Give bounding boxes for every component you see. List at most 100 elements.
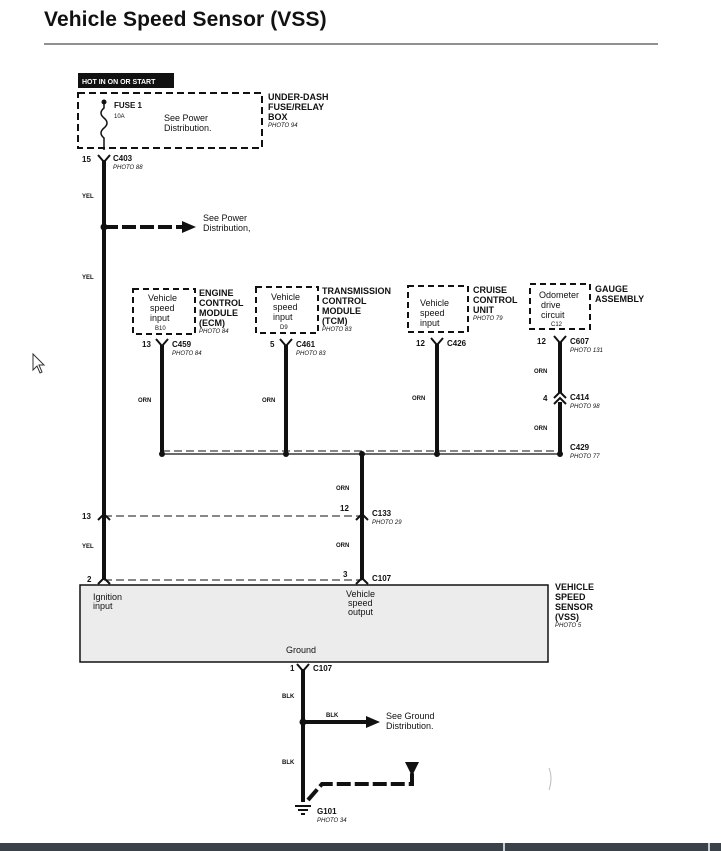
wire-label-orn-gauge-2: ORN	[534, 426, 547, 432]
c461-connector-icon	[279, 338, 293, 348]
bottom-bar-divider-1	[503, 843, 505, 851]
c429-dot-cruise	[434, 451, 440, 457]
wire-label-blk-1: BLK	[282, 694, 295, 700]
c429-dot-ecm	[159, 451, 165, 457]
fuse-rating: 10A	[114, 114, 125, 120]
c403-pin: 15	[82, 155, 91, 164]
wire-label-orn-ecm: ORN	[138, 398, 151, 404]
c133-photo: PHOTO 29	[372, 520, 402, 526]
ecm-input-1: Vehicle	[148, 293, 177, 303]
wire-label-orn-tcm: ORN	[262, 398, 275, 404]
c459-connector-icon	[155, 338, 169, 348]
gauge-input-3: circuit	[541, 310, 565, 320]
fuse-note-line2: Distribution.	[164, 123, 212, 133]
ground-note-line2: Distribution.	[386, 721, 434, 731]
ecm-pin: 13	[142, 340, 151, 349]
vss-ground: Ground	[286, 645, 316, 655]
wire-label-blk-branch: BLK	[326, 713, 339, 719]
wire-label-yel-2: YEL	[82, 275, 94, 281]
c459-photo: PHOTO 84	[172, 351, 202, 357]
c461-name: C461	[296, 340, 316, 349]
tcm-box-outline	[255, 286, 319, 334]
c414-pin: 4	[543, 394, 548, 403]
vss-output-2: speed	[348, 598, 373, 608]
gauge-input-2: drive	[541, 300, 561, 310]
c133-name: C133	[372, 509, 392, 518]
wire-label-blk-2: BLK	[282, 760, 295, 766]
shield-wire	[306, 762, 414, 802]
c426-connector-icon	[430, 337, 444, 347]
c607-photo: PHOTO 131	[570, 348, 603, 354]
c107-left-connector-icon	[97, 576, 111, 585]
gauge-pin: 12	[537, 337, 546, 346]
vss-name-4: (VSS)	[555, 612, 579, 622]
vss-box	[79, 584, 549, 663]
c414-connector-icon	[553, 390, 567, 405]
hot-label-box	[78, 73, 174, 88]
c607-connector-icon	[553, 335, 567, 345]
c607-name: C607	[570, 337, 590, 346]
c133-right-connector-icon	[355, 512, 369, 521]
tcm-pin: 5	[270, 340, 275, 349]
tcm-name-4: (TCM)	[322, 316, 348, 326]
ground-arrow-icon	[366, 716, 380, 728]
fuse-box-outline	[77, 92, 263, 149]
cruise-input-1: Vehicle	[420, 298, 449, 308]
mouse-cursor-icon	[32, 352, 46, 374]
c429-name: C429	[570, 443, 590, 452]
cruise-name-2: CONTROL	[473, 295, 518, 305]
c107-top-name: C107	[372, 574, 392, 583]
cruise-input-2: speed	[420, 308, 445, 318]
ecm-input-2: speed	[150, 303, 175, 313]
vss-output-3: output	[348, 607, 374, 617]
ecm-terminal: B10	[155, 326, 166, 332]
ecm-name-4: (ECM)	[199, 318, 225, 328]
tcm-name-3: MODULE	[322, 306, 361, 316]
fuse-box-name-3: BOX	[268, 112, 288, 122]
c133-pin-right: 12	[340, 504, 349, 513]
cruise-photo: PHOTO 79	[473, 316, 503, 322]
wire-label-orn-center-1: ORN	[336, 486, 349, 492]
c429-photo: PHOTO 77	[570, 454, 600, 460]
vss-photo: PHOTO 5	[555, 623, 582, 629]
fuse-name: FUSE 1	[114, 101, 143, 110]
ecm-name-3: MODULE	[199, 308, 238, 318]
ecm-box-outline	[132, 288, 196, 335]
gauge-input-1: Odometer	[539, 290, 579, 300]
wire-label-yel-1: YEL	[82, 194, 94, 200]
c426-name: C426	[447, 339, 467, 348]
c429-dot-gauge	[557, 451, 563, 457]
vss-name-1: VEHICLE	[555, 582, 594, 592]
bottom-bar-divider-2	[708, 843, 710, 851]
cruise-name-3: UNIT	[473, 305, 494, 315]
tcm-input-2: speed	[273, 302, 298, 312]
vss-name-3: SENSOR	[555, 602, 594, 612]
c429-dot-tcm	[283, 451, 289, 457]
hot-label: HOT IN ON OR START	[82, 79, 156, 86]
gauge-name-2: ASSEMBLY	[595, 294, 644, 304]
vss-output-1: Vehicle	[346, 589, 375, 599]
g101-name: G101	[317, 807, 337, 816]
gauge-terminal: C12	[551, 322, 563, 328]
ground-note-line1: See Ground	[386, 711, 435, 721]
ecm-name-1: ENGINE	[199, 288, 234, 298]
ecm-photo: PHOTO 84	[199, 329, 229, 335]
c107-right-connector-icon	[355, 576, 369, 585]
ecm-name-2: CONTROL	[199, 298, 244, 308]
scan-mark	[548, 767, 552, 791]
fuse-note-line1: See Power	[164, 113, 208, 123]
cruise-input-3: input	[420, 318, 440, 328]
c133-pin-left: 13	[82, 512, 91, 521]
vss-ignition-2: input	[93, 601, 113, 611]
vss-name-2: SPEED	[555, 592, 586, 602]
c107-bottom-pin: 1	[290, 664, 295, 673]
tcm-input-3: input	[273, 312, 293, 322]
gauge-box-outline	[529, 283, 591, 330]
wire-label-yel-3: YEL	[82, 544, 94, 550]
tcm-name-2: CONTROL	[322, 296, 367, 306]
ecm-input-3: input	[150, 313, 170, 323]
cruise-name-1: CRUISE	[473, 285, 507, 295]
cruise-box-outline	[407, 285, 469, 333]
fuse-box-name-2: FUSE/RELAY	[268, 102, 324, 112]
cruise-pin: 12	[416, 339, 425, 348]
